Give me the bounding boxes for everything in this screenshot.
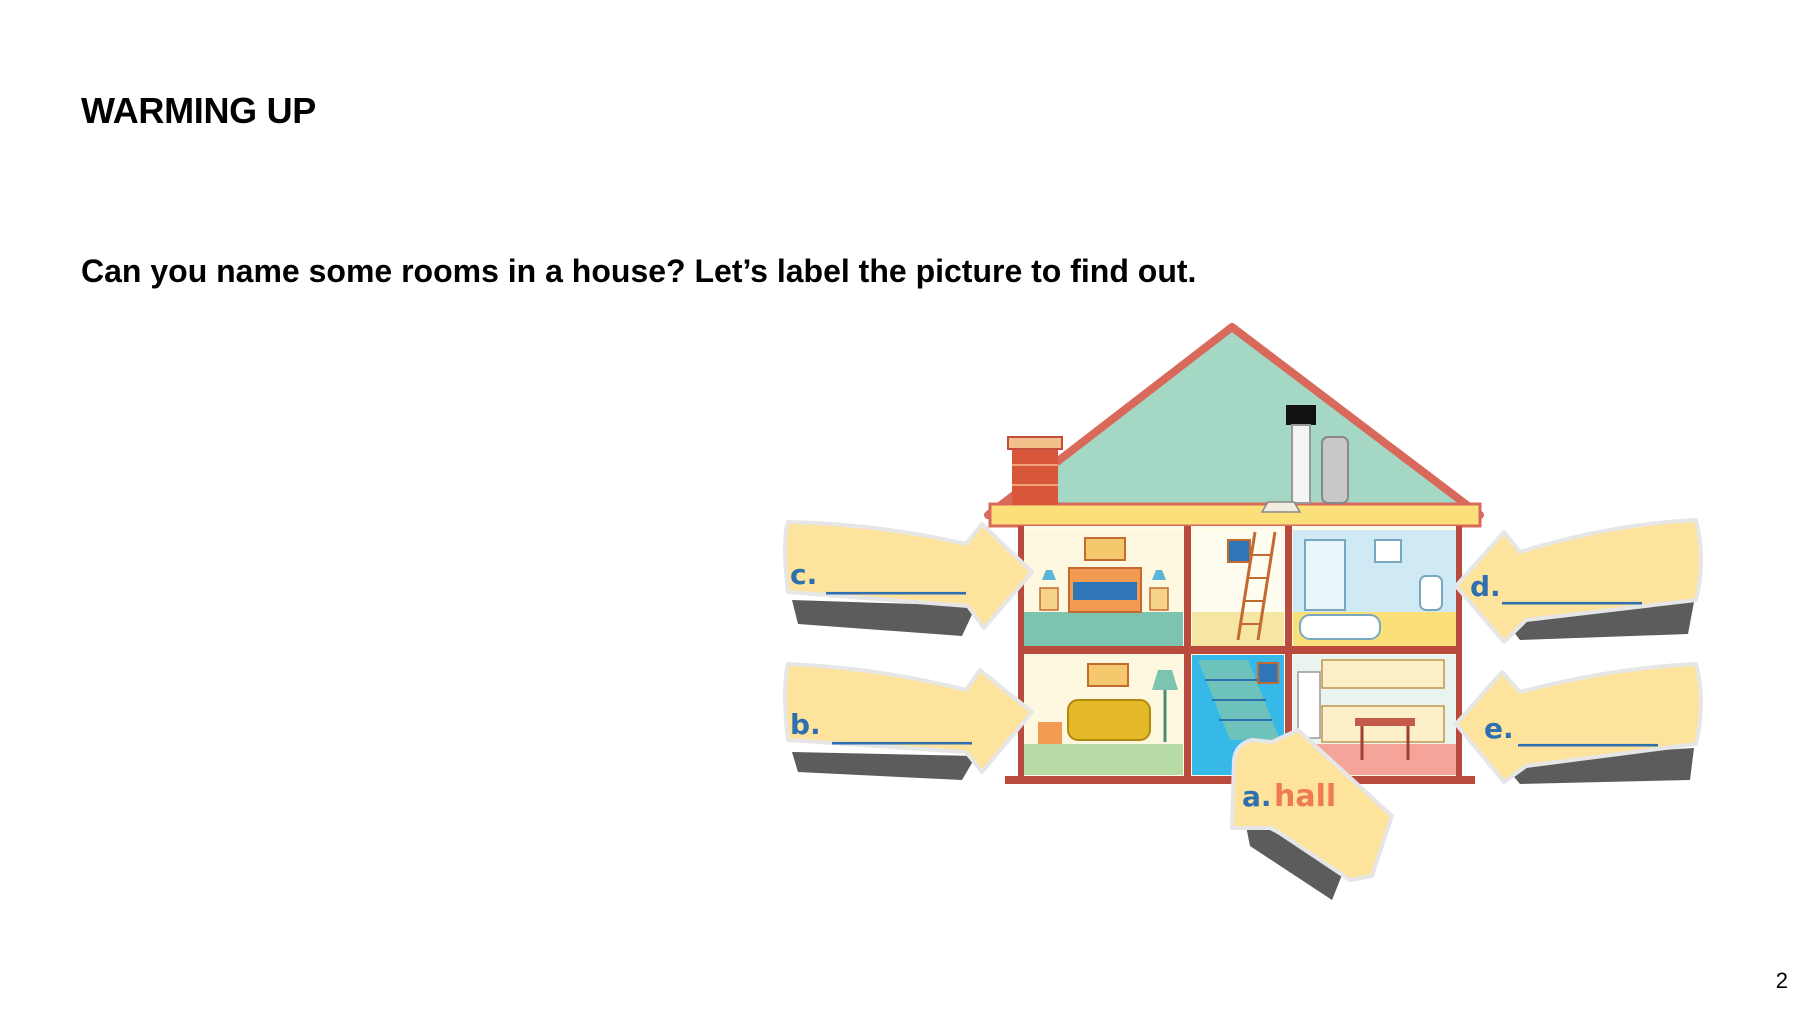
label-b-letter: b.	[790, 708, 821, 741]
arrow-b: b. __________	[783, 662, 1034, 780]
label-c-blank: __________	[826, 562, 966, 595]
label-c-letter: c.	[790, 558, 817, 591]
slide-title: WARMING UP	[81, 90, 316, 131]
page-number: 2	[1775, 968, 1788, 993]
label-e-blank: __________	[1518, 714, 1658, 747]
label-e-letter: e.	[1484, 712, 1514, 745]
label-a-answer: hall	[1274, 779, 1336, 814]
label-b-blank: __________	[832, 712, 972, 745]
label-a-letter: a.	[1242, 780, 1272, 813]
chimney-icon	[1007, 436, 1063, 505]
arrow-c: c. __________	[783, 520, 1034, 636]
house-body	[1005, 526, 1475, 784]
arrow-d: d. __________	[1454, 518, 1703, 644]
label-d-letter: d.	[1470, 570, 1501, 603]
arrow-a: a. hall	[1230, 728, 1394, 900]
house-illustration: c. __________ b. __________ d. _________…	[783, 323, 1703, 900]
roof	[984, 323, 1484, 528]
arrow-e: e. __________	[1454, 662, 1703, 784]
label-d-blank: __________	[1502, 572, 1642, 605]
instruction-text: Can you name some rooms in a house? Let’…	[81, 253, 1197, 289]
attic-items	[1260, 405, 1349, 513]
